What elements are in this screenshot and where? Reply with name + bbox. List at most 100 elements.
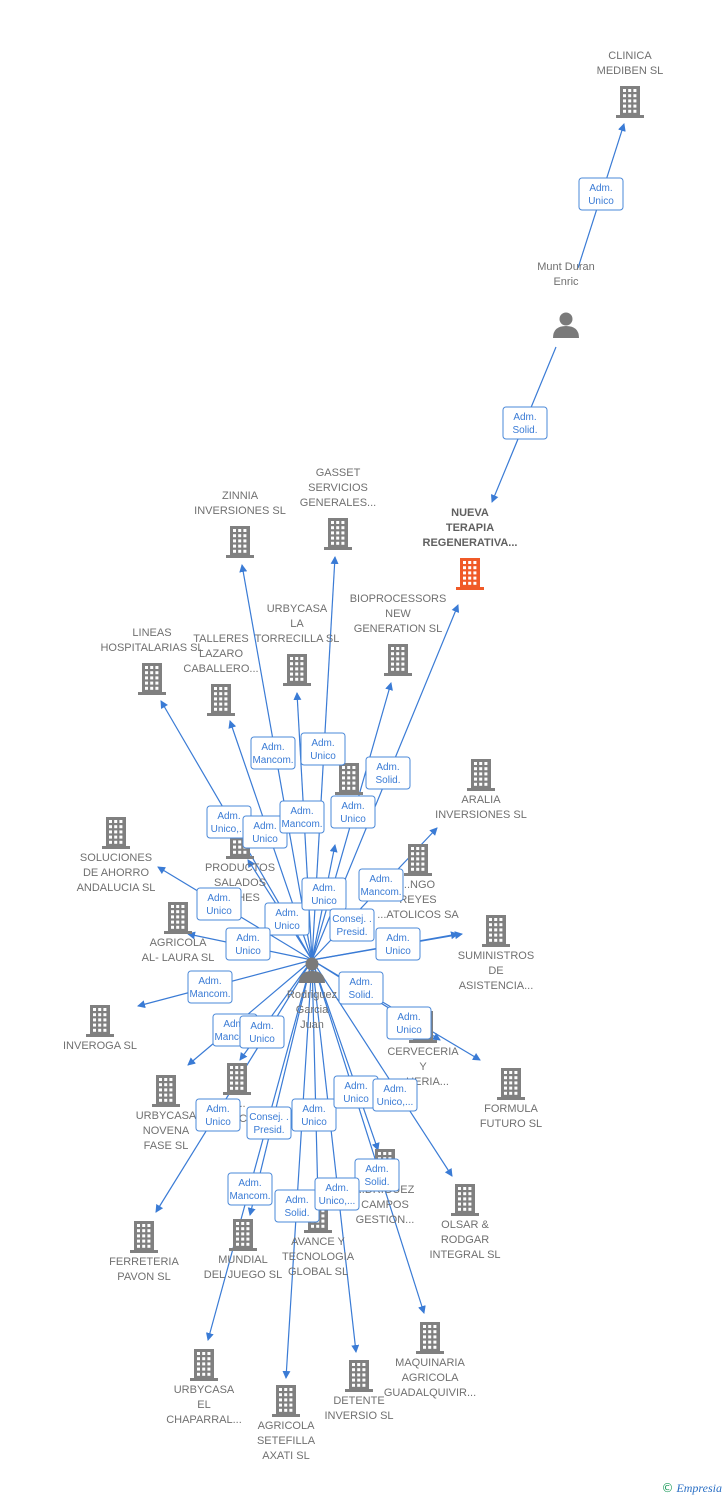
node-label-line: AXATI SL (262, 1450, 309, 1462)
role-label-line: Consej. . (332, 914, 371, 925)
role-label-line: Adm. (236, 933, 259, 944)
building-icon (152, 1075, 180, 1107)
role-badge-r_reyes[interactable]: Consej. .Presid. (329, 908, 375, 942)
role-badge-r_productos[interactable]: Adm. Unico (264, 902, 310, 936)
role-badge-r_cerv[interactable]: Adm.Solid. (338, 971, 384, 1005)
role-label-line: Unico (340, 814, 366, 825)
role-label-line: Adm. (513, 412, 536, 423)
node-label-line: MUNDIAL (218, 1254, 268, 1266)
role-badge-r_avance[interactable]: Adm.Unico (291, 1098, 337, 1132)
node-label-line: URBYCASA (136, 1110, 197, 1122)
role-badge-r_formula[interactable]: Adm.Unico (386, 1006, 432, 1040)
edge-rodriguez-to-urbycasa_nov (187, 959, 313, 1066)
role-badge-r_setef[interactable]: Adm.Solid. (274, 1189, 320, 1223)
node-label-line: AGRICOLA (258, 1420, 316, 1432)
role-badge-r_aralia[interactable]: Adm.Mancom. (358, 868, 404, 902)
node-label-line: DE (488, 965, 503, 977)
node-urbycasa_el[interactable]: URBYCASAELCHAPARRAL... (166, 1349, 242, 1426)
role-badge-r_inveroga[interactable]: Adm.Mancom. (187, 970, 233, 1004)
role-badge-r_mid[interactable]: Adm.Unico (301, 877, 347, 911)
role-badge-r_deco[interactable]: Adm.Unico (330, 795, 376, 829)
node-gasset[interactable]: GASSETSERVICIOSGENERALES... (300, 467, 376, 550)
building-icon (482, 915, 510, 947)
node-label-line: GLOBAL SL (288, 1266, 348, 1278)
node-label-line: INVERSIONES SL (194, 505, 286, 517)
node-label-line: EL (197, 1399, 210, 1411)
node-label-line: CAMPOS (361, 1199, 409, 1211)
role-badge-r_talleres[interactable]: Adm.Mancom. (250, 736, 296, 770)
role-badge-r_olsar2[interactable]: Adm.Unico,... (372, 1078, 418, 1112)
node-label-line: LA (290, 618, 304, 630)
node-label-line: SETEFILLA (257, 1435, 316, 1447)
role-badge-r_cserv2[interactable]: Consej. .Presid. (246, 1106, 292, 1140)
role-badge-r_urbnov2[interactable]: Adm.Unico (239, 1015, 285, 1049)
node-label-line: ZINNIA (222, 490, 259, 502)
role-label-line: Unico (301, 1117, 327, 1128)
node-label-line: SUMINISTROS (458, 950, 534, 962)
role-badge-r_urbel[interactable]: Adm.Mancom. (227, 1172, 273, 1206)
role-label-line: Consej. . (249, 1112, 288, 1123)
role-badge-r_detente[interactable]: Adm.Unico,... (314, 1177, 360, 1211)
edge-rodriguez-to-detente (311, 959, 360, 1353)
node-label-line: ASISTENCIA... (459, 980, 534, 992)
node-label-line: OLSAR & (441, 1219, 489, 1231)
building-icon (616, 86, 644, 118)
role-label-line: Adm. (383, 1084, 406, 1095)
node-talleres[interactable]: TALLERESLAZAROCABALLERO... (183, 633, 259, 716)
role-label-line: Adm. (238, 1178, 261, 1189)
role-badge-r_agral[interactable]: Adm.Unico (225, 927, 271, 961)
node-label-line: GASSET (316, 467, 361, 479)
node-label-line: ...ATOLICOS SA (377, 909, 459, 921)
role-badge-r_olsar[interactable]: Adm.Unico (333, 1075, 379, 1109)
node-maquinaria[interactable]: MAQUINARIAAGRICOLAGUADALQUIVIR... (384, 1322, 476, 1399)
building-icon (272, 1385, 300, 1417)
building-icon (164, 902, 192, 934)
node-label-line: SOLUCIONES (80, 852, 152, 864)
role-label-line: Adm. (275, 908, 298, 919)
node-label-line: LAZARO (199, 648, 243, 660)
role-badge-r_rodc[interactable]: Adm.Solid. (354, 1158, 400, 1192)
role-badge-r_cserv[interactable]: Adm.Unico (195, 1098, 241, 1132)
node-agricola_set[interactable]: AGRICOLA SETEFILLA AXATI SL (257, 1385, 316, 1462)
building-icon (283, 654, 311, 686)
role-badge-r_gasset[interactable]: Adm.Unico (300, 732, 346, 766)
role-badge-r_munt[interactable]: Adm.Solid. (502, 406, 548, 440)
role-badge-r_soluciones[interactable]: Adm.Unico (196, 887, 242, 921)
node-zinnia[interactable]: ZINNIA INVERSIONES SL (194, 490, 286, 558)
node-label-line: URBYCASA (174, 1384, 235, 1396)
node-label-line: FASE SL (144, 1140, 189, 1152)
edge-rodriguez-to-avance (311, 959, 322, 1201)
role-label-line: Unico (274, 921, 300, 932)
node-nueva[interactable]: NUEVATERAPIAREGENERATIVA... (423, 507, 518, 590)
role-badge-r_biopro[interactable]: Adm.Solid. (365, 756, 411, 790)
role-badge-r_clinica[interactable]: Adm.Unico (578, 177, 624, 211)
person-icon (553, 312, 579, 338)
node-inveroga[interactable]: INVEROGA SL (63, 1005, 137, 1052)
role-label-line: Adm. (217, 811, 240, 822)
copyright-brand[interactable]: © Empresia (661, 1481, 722, 1496)
role-badge-r_zinnia[interactable]: Adm.Unico (242, 815, 288, 849)
role-badge-r_sumin[interactable]: Adm.Unico (375, 927, 421, 961)
node-suministros[interactable]: SUMINISTROS DE ASISTENCIA... (458, 915, 534, 992)
role-badge-r_urbla[interactable]: Adm.Mancom. (279, 800, 325, 834)
node-label-line: SALADOS (214, 877, 266, 889)
node-label-line: Enric (553, 276, 579, 288)
node-label-line: RODGAR (441, 1234, 489, 1246)
